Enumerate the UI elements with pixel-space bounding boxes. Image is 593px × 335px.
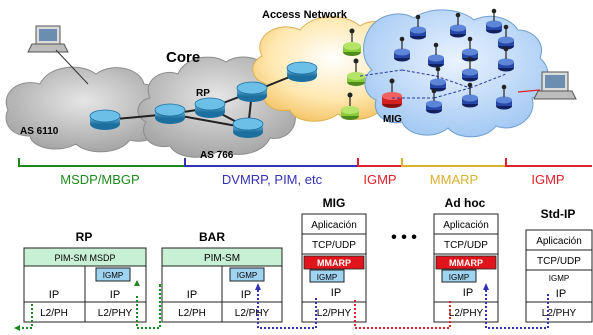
arrow-up-green bbox=[134, 280, 140, 286]
bar-l2-2: L2/PHY bbox=[235, 308, 270, 319]
protocol-msdp-mbgp: MSDP/MBGP bbox=[60, 172, 139, 187]
laptop-icon bbox=[27, 25, 69, 53]
arrow-up-blue bbox=[255, 283, 261, 290]
protocol-dvmrp-pim: DVMRP, PIM, etc bbox=[222, 172, 323, 187]
stdip-stack bbox=[525, 229, 593, 323]
stdip-igmp: IGMP bbox=[549, 274, 569, 283]
router-icon bbox=[154, 103, 186, 124]
adhoc-tcp: TCP/UDP bbox=[444, 240, 488, 251]
adhoc-node-icon bbox=[462, 56, 478, 82]
laptop-icon bbox=[533, 71, 577, 100]
core-label: Core bbox=[166, 49, 200, 66]
bar-pim: PIM-SM bbox=[204, 253, 240, 264]
adhoc-node-icon bbox=[426, 88, 442, 114]
adhoc-ip: IP bbox=[463, 287, 473, 299]
stdip-stack-title: Std-IP bbox=[541, 207, 576, 221]
adhoc-mmarp: MMARP bbox=[449, 258, 483, 268]
as6110-label: AS 6110 bbox=[20, 126, 59, 137]
flow-blue-1 bbox=[257, 290, 317, 329]
adhoc-node-icon bbox=[394, 8, 514, 114]
access-network-label: Access Network bbox=[262, 9, 348, 21]
stdip-app: Aplicación bbox=[536, 236, 582, 247]
stdip-tcp: TCP/UDP bbox=[537, 256, 581, 267]
ellipsis: • • • bbox=[391, 229, 417, 246]
rp-label: RP bbox=[196, 88, 210, 99]
protocol-igmp-2: IGMP bbox=[531, 172, 564, 187]
mig-app: Aplicación bbox=[311, 220, 357, 231]
adhoc-node-icon bbox=[486, 8, 502, 34]
bar-stack-title: BAR bbox=[199, 230, 225, 244]
mig-igmp: IGMP bbox=[317, 273, 337, 282]
adhoc-igmp: IGMP bbox=[449, 273, 469, 282]
mig-stack bbox=[301, 213, 367, 323]
access-point-icon bbox=[341, 92, 359, 120]
router-icon bbox=[232, 117, 264, 138]
router-icon bbox=[236, 81, 268, 102]
flow-red bbox=[354, 300, 451, 329]
adhoc-node-icon bbox=[462, 82, 478, 108]
arrow-left-green bbox=[14, 325, 20, 331]
bar-igmp: IGMP bbox=[237, 271, 257, 280]
adhoc-stack-title: Ad hoc bbox=[445, 196, 486, 210]
rp-stack-title: RP bbox=[76, 230, 93, 244]
adhoc-node-icon bbox=[498, 46, 514, 72]
mig-label: MIG bbox=[383, 114, 402, 125]
access-point-icon bbox=[343, 28, 361, 56]
bar-stack bbox=[161, 247, 283, 323]
access-point-icon bbox=[347, 58, 365, 86]
rp-stack bbox=[23, 247, 147, 323]
router-icon bbox=[286, 61, 318, 82]
protocol-igmp: IGMP bbox=[363, 172, 396, 187]
mig-stack-title: MIG bbox=[323, 196, 346, 210]
adhoc-node-icon bbox=[450, 12, 466, 38]
adhoc-node-icon bbox=[496, 84, 512, 110]
router-icon bbox=[89, 109, 121, 130]
bar-ip-1: IP bbox=[187, 289, 197, 301]
mig-l2: L2/PHY bbox=[317, 308, 352, 319]
mig-ip: IP bbox=[331, 287, 341, 299]
rp-l2-2: L2/PHY bbox=[98, 308, 133, 319]
flow-blue-2 bbox=[485, 290, 549, 329]
adhoc-node-icon bbox=[498, 24, 514, 50]
protocol-bar bbox=[18, 158, 592, 167]
adhoc-node-icon bbox=[394, 36, 410, 62]
mig-mmarp: MMARP bbox=[317, 258, 351, 268]
protocol-mmarp: MMARP bbox=[430, 172, 478, 187]
rp-ip-2: IP bbox=[110, 289, 120, 301]
rp-igmp: IGMP bbox=[103, 271, 123, 280]
stdip-ip: IP bbox=[556, 288, 566, 300]
stdip-l2: L2/PHY bbox=[542, 308, 577, 319]
arrow-up-blue-2 bbox=[483, 283, 489, 290]
adhoc-links bbox=[359, 69, 507, 99]
adhoc-node-icon bbox=[428, 42, 444, 68]
adhoc-l2: L2/PHY bbox=[449, 308, 484, 319]
rp-ip-1: IP bbox=[49, 289, 59, 301]
rp-pim-msdp: PIM-SM MSDP bbox=[54, 253, 115, 263]
rp-l2-1: L2/PH bbox=[40, 308, 68, 319]
adhoc-app: Aplicación bbox=[443, 220, 489, 231]
adhoc-node-icon bbox=[410, 14, 426, 40]
mig-tcp: TCP/UDP bbox=[312, 240, 356, 251]
flow-green bbox=[22, 283, 161, 329]
bar-l2-1: L2/PH bbox=[178, 308, 206, 319]
as766-label: AS 766 bbox=[200, 150, 234, 161]
router-icon bbox=[194, 97, 226, 118]
bar-ip-2: IP bbox=[241, 289, 251, 301]
